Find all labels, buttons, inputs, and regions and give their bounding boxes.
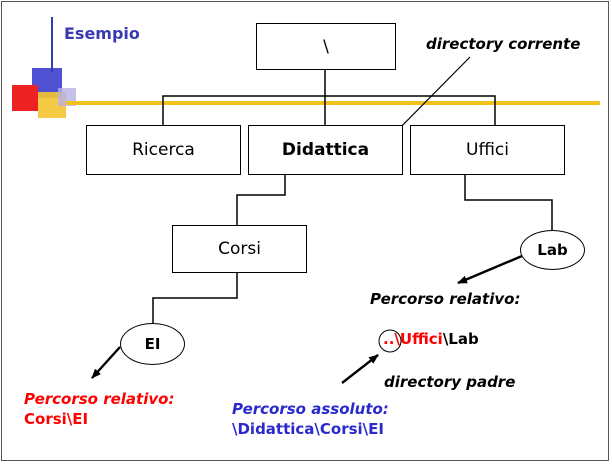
slide-title: Esempio xyxy=(64,24,140,43)
node-ricerca: Ricerca xyxy=(86,125,241,175)
parent-dir-label: directory padre xyxy=(384,373,516,391)
edge-didattica-corsi xyxy=(236,175,286,225)
node-root: \ xyxy=(256,23,396,70)
relative-label-right: Percorso relativo: xyxy=(370,290,521,308)
node-ei: EI xyxy=(120,323,185,365)
relative-path-uffici: \Uffici xyxy=(394,330,443,348)
relative-path-dots: .. xyxy=(383,330,395,348)
arrow-parent-dir xyxy=(341,354,379,384)
node-didattica: Didattica xyxy=(248,125,403,175)
arrow-ei xyxy=(91,346,121,379)
relative-path-right: ..\Uffici\Lab xyxy=(383,330,479,348)
relative-path-lab: \Lab xyxy=(442,330,479,348)
current-dir-label: directory corrente xyxy=(426,35,581,53)
arrow-lab xyxy=(457,254,523,285)
node-corsi: Corsi xyxy=(172,225,307,273)
relative-path-left: Corsi\EI xyxy=(24,410,89,428)
edge-root-uffici xyxy=(325,95,496,125)
node-lab: Lab xyxy=(520,230,585,270)
deco-square-red xyxy=(12,85,38,111)
node-uffici: Uffici xyxy=(410,125,565,175)
parent-dir-circle xyxy=(378,329,402,353)
edge-root-children xyxy=(162,70,326,125)
absolute-path: \Didattica\Corsi\EI xyxy=(232,420,384,438)
absolute-label: Percorso assoluto: xyxy=(232,400,389,418)
relative-label-left: Percorso relativo: xyxy=(24,390,175,408)
edge-corsi-ei xyxy=(152,273,238,323)
edge-uffici-lab xyxy=(464,175,553,230)
